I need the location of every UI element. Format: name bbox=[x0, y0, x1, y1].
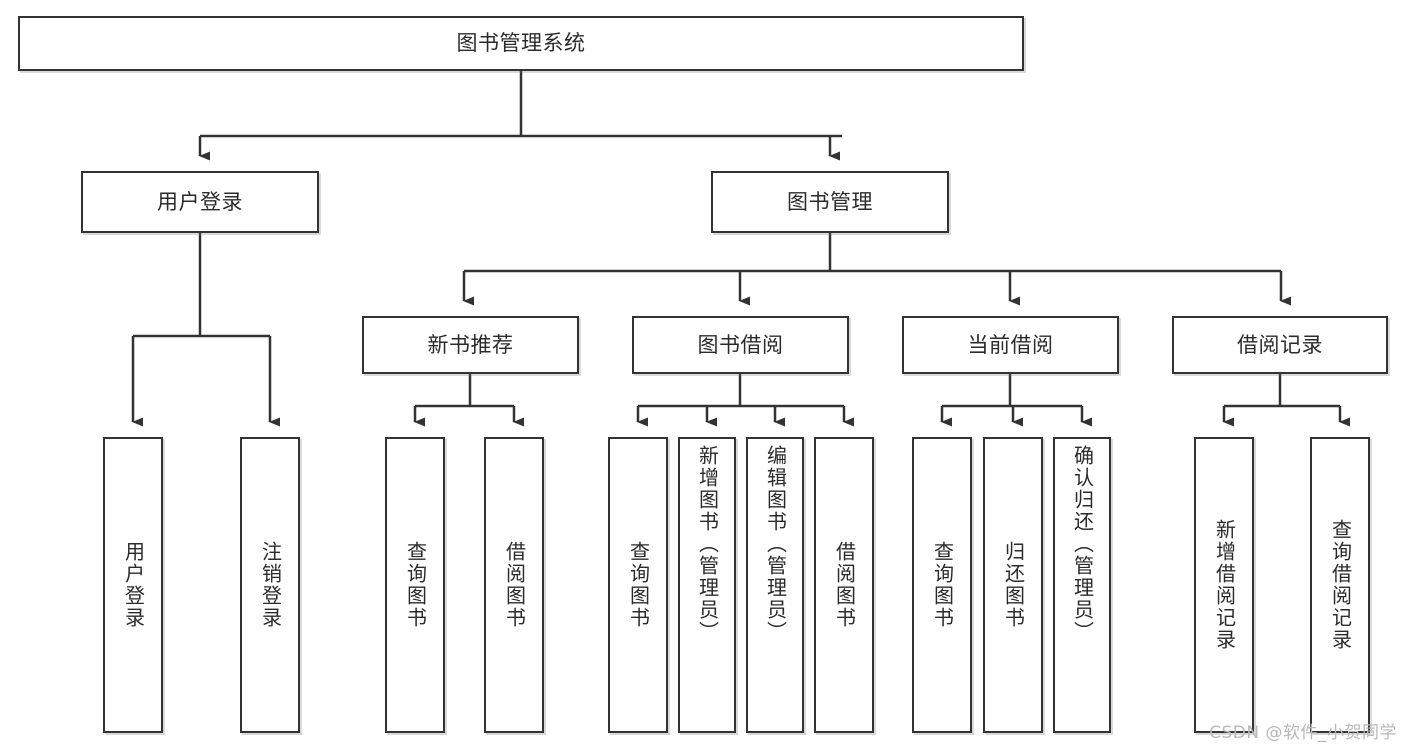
node-leaf-user-login[interactable]: 用户登录 bbox=[103, 437, 163, 733]
node-label: 注销登录 bbox=[258, 541, 283, 629]
node-user-login[interactable]: 用户登录 bbox=[81, 171, 319, 233]
node-label: 新增图书（管理员） bbox=[695, 445, 720, 643]
node-label: 用户登录 bbox=[121, 541, 146, 629]
edge-currentborrow-to-leaves bbox=[940, 374, 1092, 427]
node-label: 借阅记录 bbox=[1237, 332, 1323, 357]
node-new-book-recommend[interactable]: 新书推荐 bbox=[362, 316, 579, 374]
node-label: 用户登录 bbox=[157, 189, 243, 214]
node-label: 借阅图书 bbox=[832, 541, 857, 629]
node-label: 查询图书 bbox=[930, 541, 955, 629]
node-label: 新书推荐 bbox=[427, 332, 514, 357]
node-label: 借阅图书 bbox=[502, 541, 527, 629]
node-leaf-borrow-book-1[interactable]: 借阅图书 bbox=[484, 437, 544, 733]
node-leaf-query-book-3[interactable]: 查询图书 bbox=[912, 437, 972, 733]
node-leaf-user-logout[interactable]: 注销登录 bbox=[240, 437, 300, 733]
node-label: 图书管理 bbox=[787, 189, 873, 214]
node-book-management[interactable]: 图书管理 bbox=[711, 171, 949, 233]
node-leaf-query-book-2[interactable]: 查询图书 bbox=[608, 437, 668, 733]
node-leaf-query-book-1[interactable]: 查询图书 bbox=[385, 437, 445, 733]
node-book-borrow[interactable]: 图书借阅 bbox=[632, 316, 849, 374]
node-leaf-add-book[interactable]: 新增图书（管理员） bbox=[678, 437, 736, 733]
node-label: 新增借阅记录 bbox=[1212, 519, 1237, 651]
csdn-watermark: CSDN @软件_小贺同学 bbox=[1209, 723, 1397, 743]
node-label: 当前借阅 bbox=[967, 332, 1054, 357]
node-label: 查询借阅记录 bbox=[1328, 519, 1353, 651]
node-leaf-confirm-return[interactable]: 确认归还（管理员） bbox=[1053, 437, 1111, 733]
node-label: 图书管理系统 bbox=[456, 31, 586, 56]
node-leaf-edit-book[interactable]: 编辑图书（管理员） bbox=[746, 437, 804, 733]
node-leaf-return-book[interactable]: 归还图书 bbox=[983, 437, 1043, 733]
node-label: 归还图书 bbox=[1001, 541, 1026, 629]
node-label: 编辑图书（管理员） bbox=[763, 445, 788, 643]
edge-newbook-to-leaves bbox=[413, 374, 524, 427]
node-label: 查询图书 bbox=[626, 541, 651, 629]
edge-userlogin-to-leaves bbox=[131, 233, 280, 427]
edge-borrowrecord-to-leaves bbox=[1222, 374, 1350, 427]
node-root-system[interactable]: 图书管理系统 bbox=[18, 16, 1024, 71]
node-current-borrow[interactable]: 当前借阅 bbox=[902, 316, 1119, 374]
edge-root-to-level1 bbox=[198, 71, 842, 161]
node-leaf-borrow-book-2[interactable]: 借阅图书 bbox=[814, 437, 874, 733]
edge-bookborrow-to-leaves bbox=[636, 374, 854, 427]
node-label: 图书借阅 bbox=[697, 332, 784, 357]
node-borrow-record[interactable]: 借阅记录 bbox=[1172, 316, 1388, 374]
node-leaf-add-borrow-record[interactable]: 新增借阅记录 bbox=[1194, 437, 1254, 733]
node-leaf-query-borrow-record[interactable]: 查询借阅记录 bbox=[1310, 437, 1370, 733]
edge-bookmanagement-to-level2 bbox=[462, 233, 1291, 306]
node-label: 查询图书 bbox=[403, 541, 428, 629]
node-label: 确认归还（管理员） bbox=[1070, 445, 1095, 643]
